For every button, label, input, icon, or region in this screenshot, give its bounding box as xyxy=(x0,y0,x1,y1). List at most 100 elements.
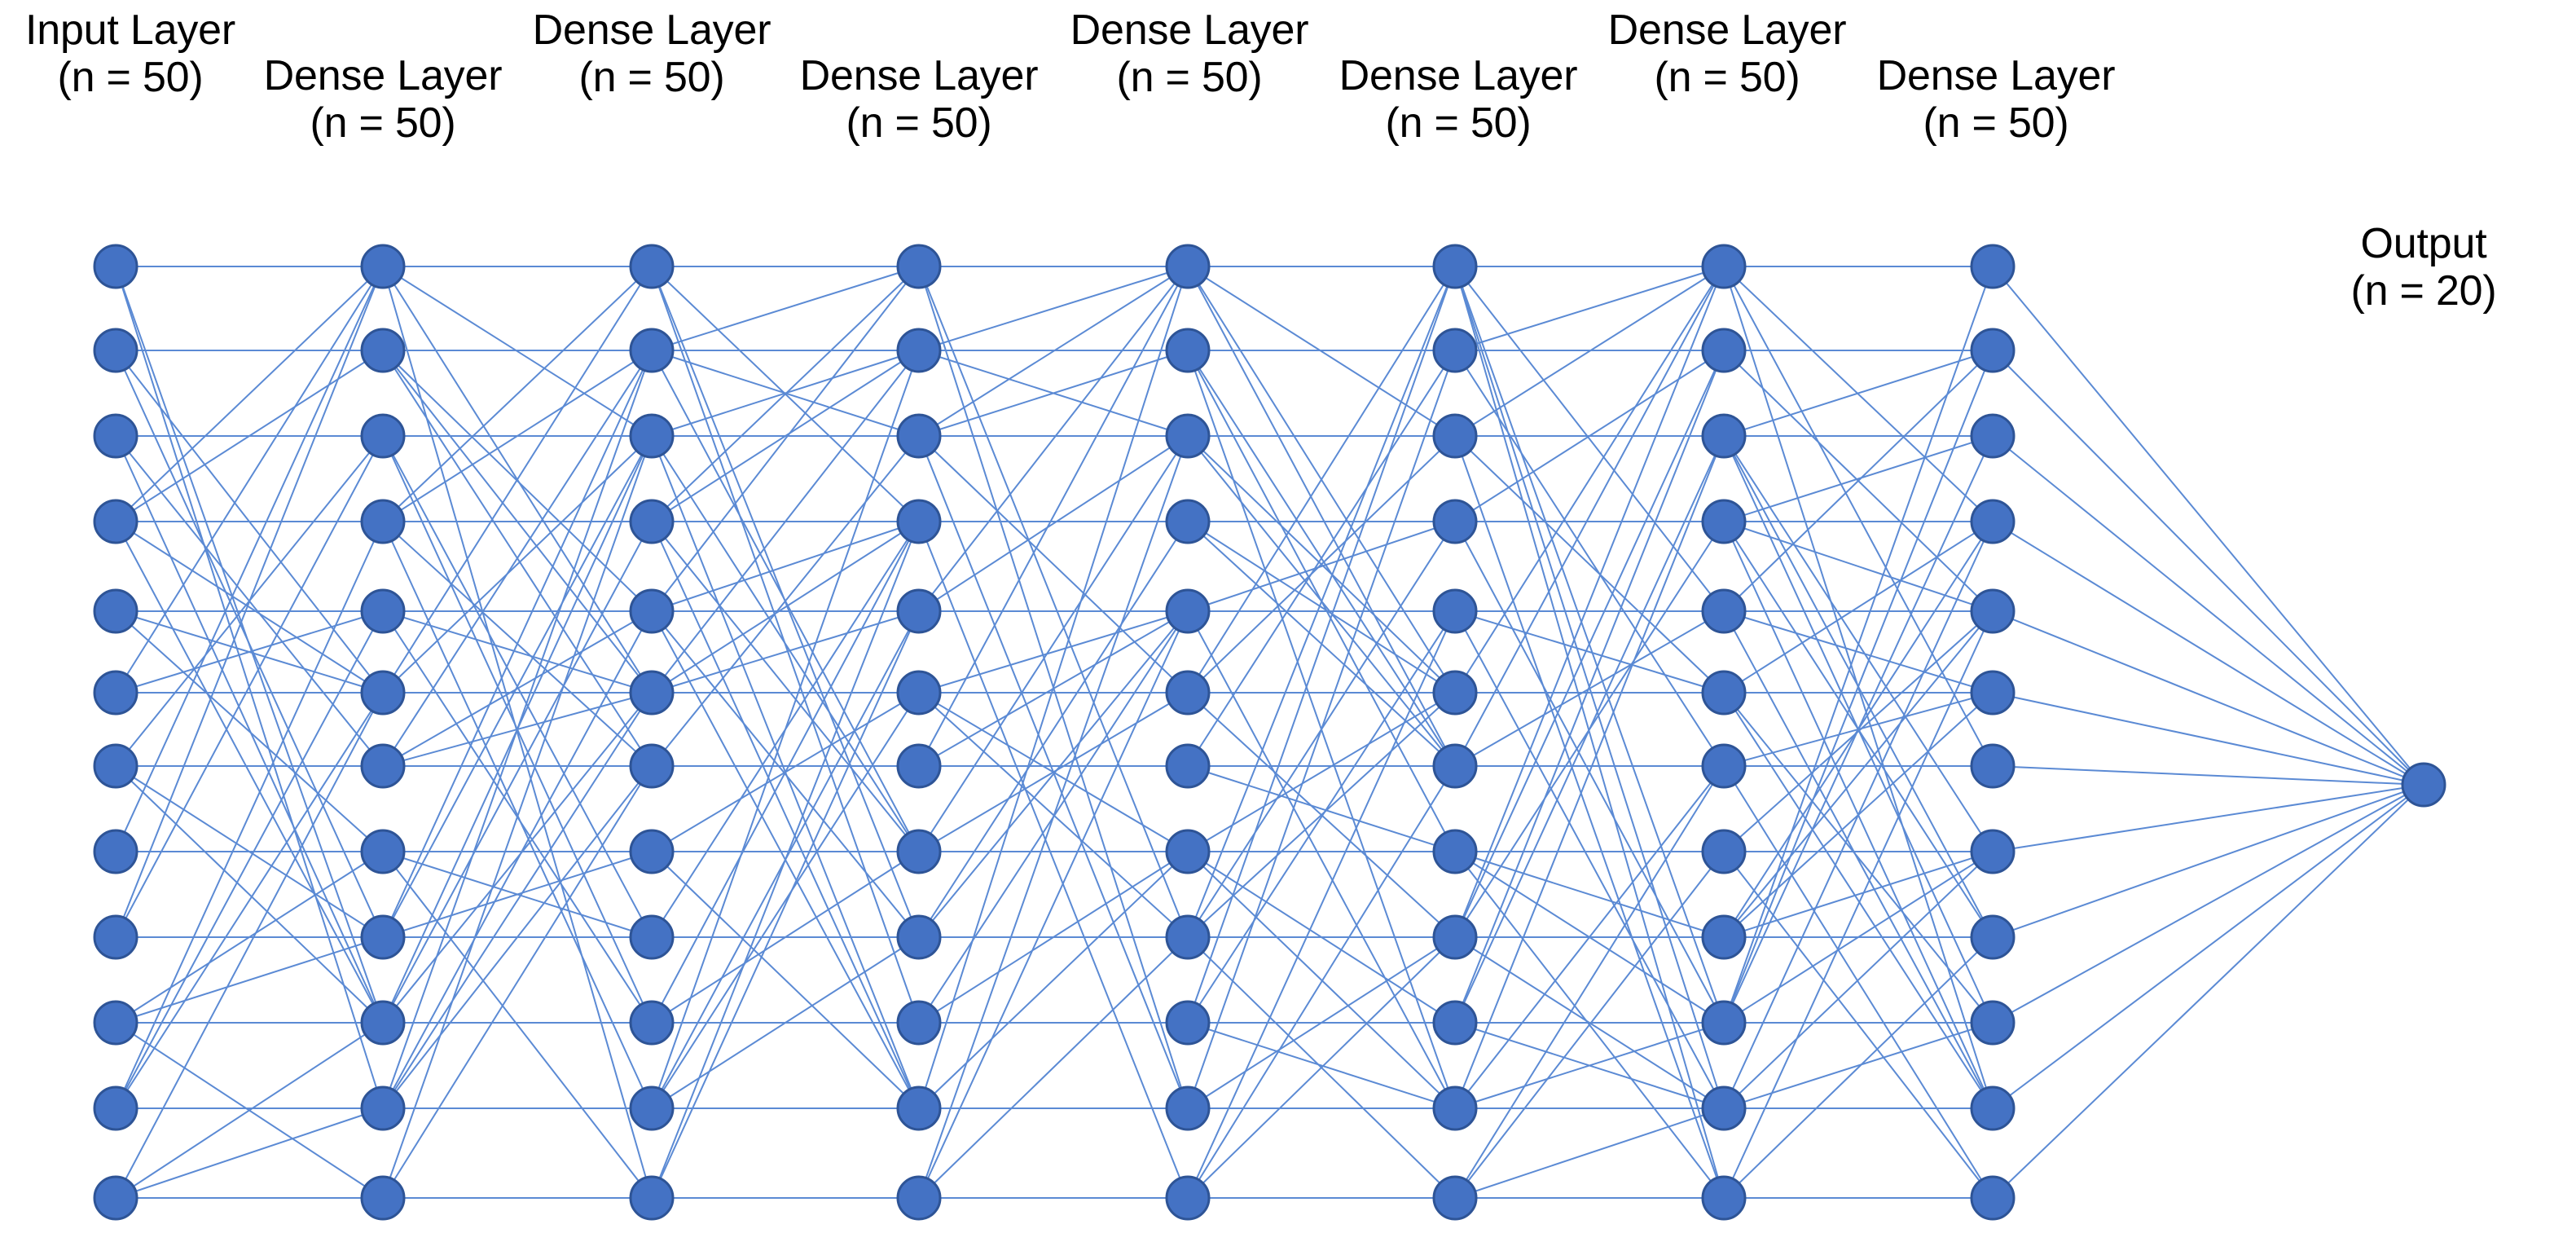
neuron-node-l3-n4[interactable] xyxy=(896,588,942,634)
neuron-node-l4-n4[interactable] xyxy=(1165,588,1211,634)
neuron-node-l2-n5[interactable] xyxy=(629,670,675,716)
neuron-node-l2-n8[interactable] xyxy=(629,914,675,960)
neuron-node-l5-n5[interactable] xyxy=(1432,670,1478,716)
neuron-node-l3-n7[interactable] xyxy=(896,829,942,874)
neuron-node-l4-n7[interactable] xyxy=(1165,829,1211,874)
neuron-node-l2-n7[interactable] xyxy=(629,829,675,874)
neuron-node-l3-n10[interactable] xyxy=(896,1085,942,1131)
neuron-node-l5-n0[interactable] xyxy=(1432,244,1478,289)
neuron-node-l1-n2[interactable] xyxy=(360,413,406,459)
neuron-node-l6-n2[interactable] xyxy=(1701,413,1747,459)
network-edge xyxy=(651,521,920,1199)
neuron-node-l0-n7[interactable] xyxy=(93,829,138,874)
neuron-node-l2-n2[interactable] xyxy=(629,413,675,459)
neuron-node-l1-n1[interactable] xyxy=(360,328,406,373)
neuron-node-l1-n9[interactable] xyxy=(360,1000,406,1046)
neuron-node-l7-n6[interactable] xyxy=(1970,743,2016,789)
neuron-node-l1-n11[interactable] xyxy=(360,1175,406,1221)
neuron-node-l0-n3[interactable] xyxy=(93,499,138,544)
neuron-node-l6-n5[interactable] xyxy=(1701,670,1747,716)
neuron-node-l7-n5[interactable] xyxy=(1970,670,2016,716)
neuron-node-l5-n6[interactable] xyxy=(1432,743,1478,789)
neuron-node-l2-n11[interactable] xyxy=(629,1175,675,1221)
network-edge xyxy=(115,266,384,852)
neuron-node-l7-n7[interactable] xyxy=(1970,829,2016,874)
neuron-node-l5-n11[interactable] xyxy=(1432,1175,1478,1221)
neuron-node-l3-n6[interactable] xyxy=(896,743,942,789)
neuron-node-l3-n11[interactable] xyxy=(896,1175,942,1221)
output-node[interactable] xyxy=(2401,762,2446,808)
neuron-node-l2-n4[interactable] xyxy=(629,588,675,634)
neuron-node-l0-n4[interactable] xyxy=(93,588,138,634)
neuron-node-l4-n11[interactable] xyxy=(1165,1175,1211,1221)
neuron-node-l1-n7[interactable] xyxy=(360,829,406,874)
neuron-node-l5-n8[interactable] xyxy=(1432,914,1478,960)
neuron-node-l0-n11[interactable] xyxy=(93,1175,138,1221)
neuron-node-l2-n6[interactable] xyxy=(629,743,675,789)
neuron-node-l3-n0[interactable] xyxy=(896,244,942,289)
neuron-node-l6-n7[interactable] xyxy=(1701,829,1747,874)
neuron-node-l1-n5[interactable] xyxy=(360,670,406,716)
neuron-node-l6-n3[interactable] xyxy=(1701,499,1747,544)
neuron-node-l0-n0[interactable] xyxy=(93,244,138,289)
neuron-node-l5-n2[interactable] xyxy=(1432,413,1478,459)
neuron-node-l7-n9[interactable] xyxy=(1970,1000,2016,1046)
neuron-node-l4-n9[interactable] xyxy=(1165,1000,1211,1046)
neuron-node-l6-n8[interactable] xyxy=(1701,914,1747,960)
neuron-node-l4-n8[interactable] xyxy=(1165,914,1211,960)
neuron-node-l2-n10[interactable] xyxy=(629,1085,675,1131)
neuron-node-l6-n1[interactable] xyxy=(1701,328,1747,373)
network-edge xyxy=(1454,266,1725,767)
neuron-node-l5-n1[interactable] xyxy=(1432,328,1478,373)
neuron-node-l1-n8[interactable] xyxy=(360,914,406,960)
neuron-node-l0-n9[interactable] xyxy=(93,1000,138,1046)
neuron-node-l0-n6[interactable] xyxy=(93,743,138,789)
neuron-node-l6-n6[interactable] xyxy=(1701,743,1747,789)
neuron-node-l0-n1[interactable] xyxy=(93,328,138,373)
neuron-node-l5-n7[interactable] xyxy=(1432,829,1478,874)
neuron-node-l7-n4[interactable] xyxy=(1970,588,2016,634)
neuron-node-l7-n1[interactable] xyxy=(1970,328,2016,373)
neuron-node-l7-n8[interactable] xyxy=(1970,914,2016,960)
neuron-node-l6-n4[interactable] xyxy=(1701,588,1747,634)
neuron-node-l5-n4[interactable] xyxy=(1432,588,1478,634)
neuron-node-l6-n9[interactable] xyxy=(1701,1000,1747,1046)
neuron-node-l2-n0[interactable] xyxy=(629,244,675,289)
neuron-node-l3-n3[interactable] xyxy=(896,499,942,544)
neuron-node-l7-n11[interactable] xyxy=(1970,1175,2016,1221)
neuron-node-l2-n1[interactable] xyxy=(629,328,675,373)
neuron-node-l3-n2[interactable] xyxy=(896,413,942,459)
neuron-node-l5-n10[interactable] xyxy=(1432,1085,1478,1131)
neuron-node-l1-n0[interactable] xyxy=(360,244,406,289)
neuron-node-l7-n2[interactable] xyxy=(1970,413,2016,459)
neuron-node-l0-n10[interactable] xyxy=(93,1085,138,1131)
neuron-node-l4-n1[interactable] xyxy=(1165,328,1211,373)
neuron-node-l1-n4[interactable] xyxy=(360,588,406,634)
neuron-node-l5-n3[interactable] xyxy=(1432,499,1478,544)
neuron-node-l7-n0[interactable] xyxy=(1970,244,2016,289)
neuron-node-l4-n0[interactable] xyxy=(1165,244,1211,289)
neuron-node-l6-n0[interactable] xyxy=(1701,244,1747,289)
neuron-node-l3-n9[interactable] xyxy=(896,1000,942,1046)
neuron-node-l4-n3[interactable] xyxy=(1165,499,1211,544)
neuron-node-l3-n1[interactable] xyxy=(896,328,942,373)
neuron-node-l7-n10[interactable] xyxy=(1970,1085,2016,1131)
neuron-node-l0-n2[interactable] xyxy=(93,413,138,459)
neuron-node-l2-n3[interactable] xyxy=(629,499,675,544)
neuron-node-l0-n8[interactable] xyxy=(93,914,138,960)
neuron-node-l1-n6[interactable] xyxy=(360,743,406,789)
neuron-node-l6-n11[interactable] xyxy=(1701,1175,1747,1221)
neuron-node-l3-n8[interactable] xyxy=(896,914,942,960)
neuron-node-l0-n5[interactable] xyxy=(93,670,138,716)
neuron-node-l4-n10[interactable] xyxy=(1165,1085,1211,1131)
neuron-node-l1-n10[interactable] xyxy=(360,1085,406,1131)
neuron-node-l4-n2[interactable] xyxy=(1165,413,1211,459)
neuron-node-l5-n9[interactable] xyxy=(1432,1000,1478,1046)
neuron-node-l3-n5[interactable] xyxy=(896,670,942,716)
neuron-node-l4-n5[interactable] xyxy=(1165,670,1211,716)
neuron-node-l2-n9[interactable] xyxy=(629,1000,675,1046)
neuron-node-l1-n3[interactable] xyxy=(360,499,406,544)
neuron-node-l7-n3[interactable] xyxy=(1970,499,2016,544)
neuron-node-l4-n6[interactable] xyxy=(1165,743,1211,789)
neuron-node-l6-n10[interactable] xyxy=(1701,1085,1747,1131)
